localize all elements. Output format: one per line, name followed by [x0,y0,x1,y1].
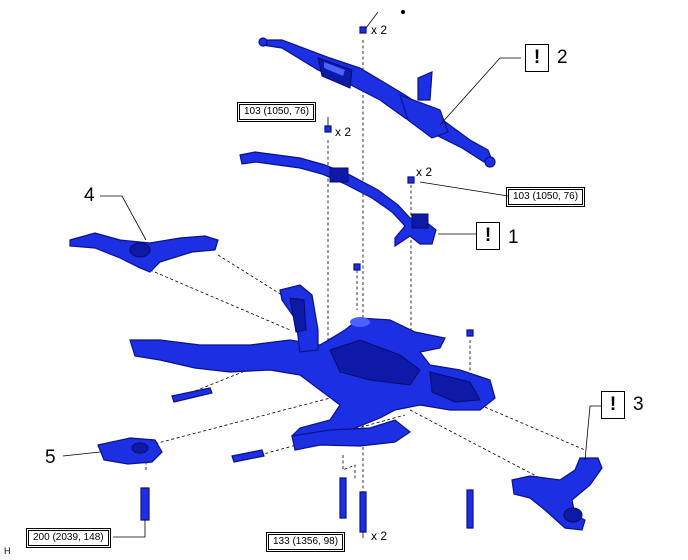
quantity-right-bolt: x 2 [416,165,433,179]
lower-arm-right [511,457,603,531]
torque-spec-upper-left: 103 (1050, 76) [236,102,317,122]
lower-arm-bracket [97,437,163,465]
caution-mark-3: ! [601,391,625,419]
torque-spec-right: 103 (1050, 76) [505,187,586,207]
stabilizer-bar [239,151,437,248]
alignment-lines [145,40,586,520]
caution-mark-2: ! [525,44,549,72]
callout-1-number: 1 [508,227,519,248]
leader-lines [62,11,601,538]
quantity-top-bolt: x 2 [371,23,388,37]
lower-arm-left [69,232,219,273]
bolts [140,26,474,533]
callout-2-number: 2 [557,47,568,68]
callout-5-number: 5 [45,447,56,468]
caution-mark-1: ! [476,222,500,250]
quantity-left-bolt: x 2 [335,125,352,139]
new-part-dot [401,10,405,14]
callout-4-number: 4 [84,185,95,206]
callout-3-number: 3 [633,394,644,415]
torque-spec-bottom-left: 200 (2039, 148) [26,528,111,548]
figure-code: H [4,546,11,556]
torque-spec-bottom-center: 133 (1356, 98) [265,532,346,552]
quantity-bottom-bolt: x 2 [371,529,388,543]
front-suspension-crossmember [129,284,496,451]
steering-gear-assembly [258,37,496,168]
